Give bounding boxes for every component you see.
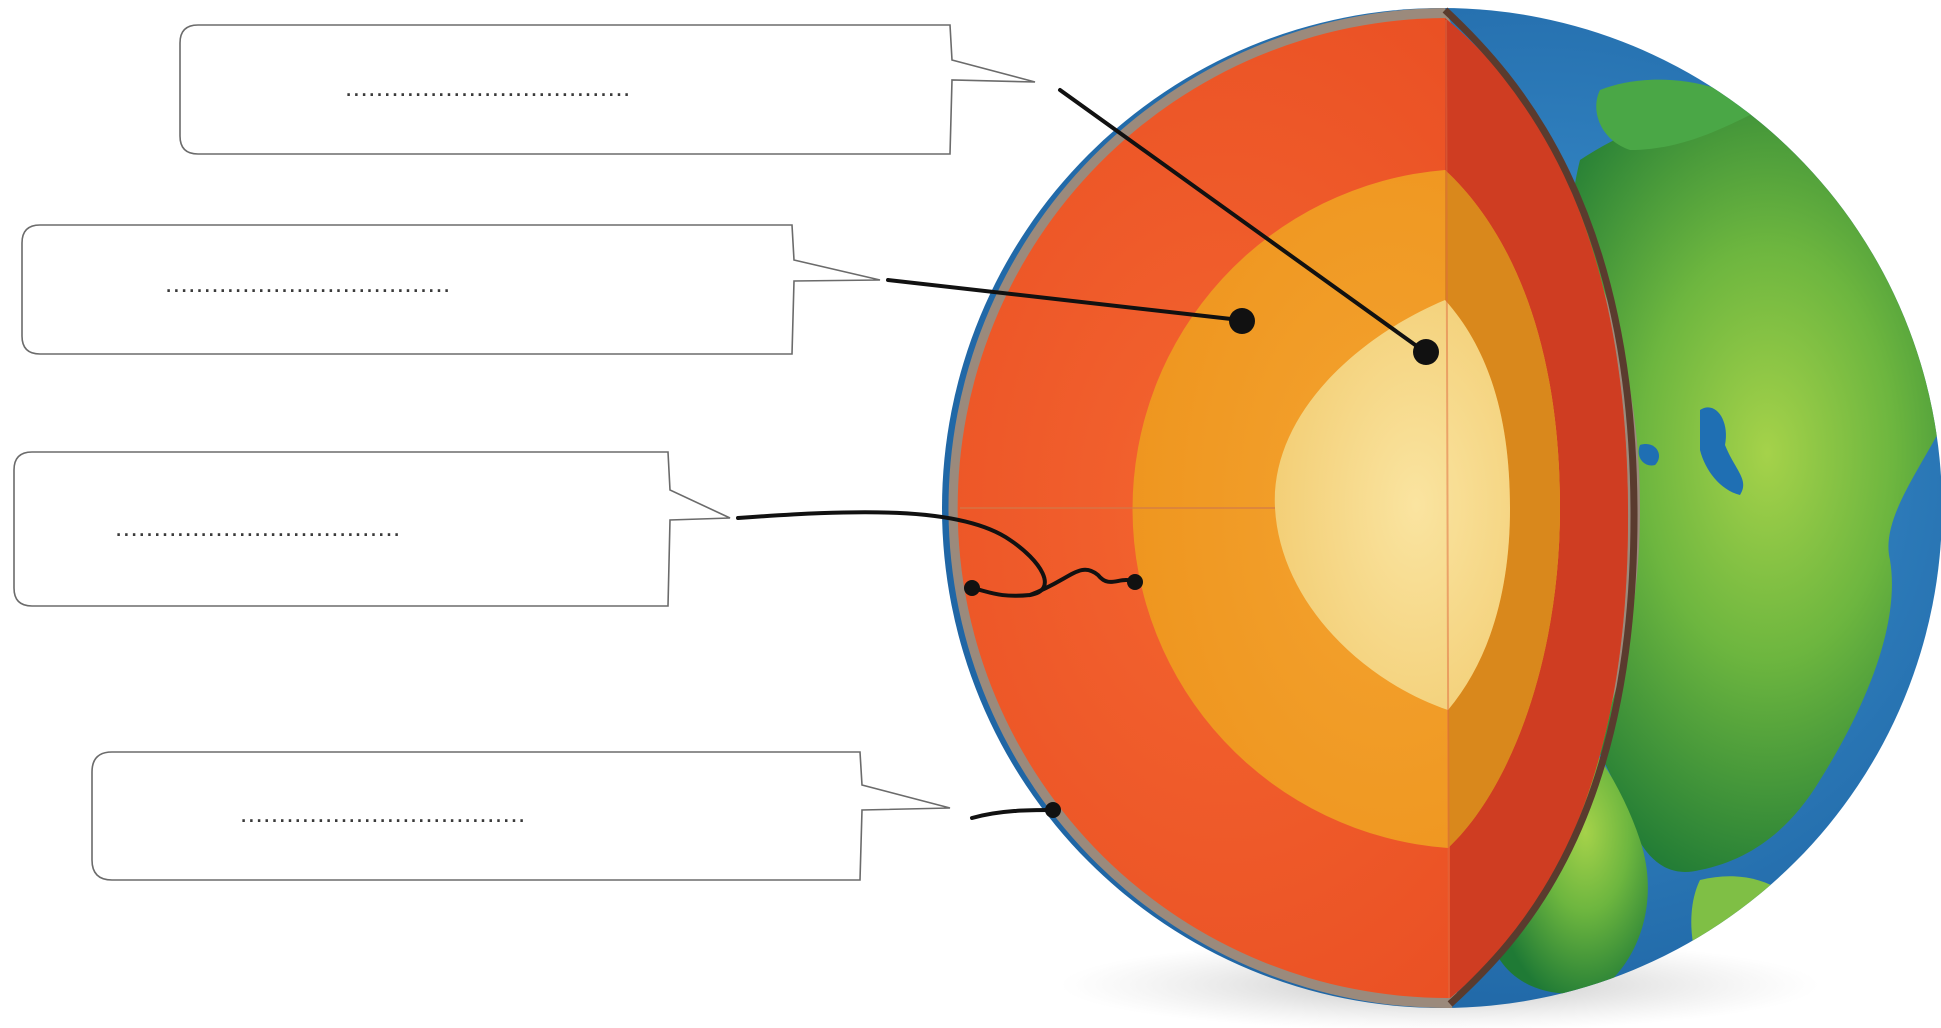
landmass-north (1596, 79, 1760, 150)
callout-outer-core[interactable]: ..................................... (21, 224, 881, 355)
callout-crust[interactable]: ..................................... (91, 751, 951, 881)
mantle-cut-face (1445, 18, 1629, 998)
leader-crust (970, 802, 1061, 820)
globe-edge (1442, 7, 1638, 1007)
leader-inner-core (1058, 88, 1439, 365)
earth-cutaway (942, 7, 1941, 1009)
inner-core-layer (1274, 300, 1510, 710)
vertical-seam (1445, 19, 1450, 999)
callout-mantle-blank[interactable]: ..................................... (115, 512, 401, 542)
callout-outer-core-blank[interactable]: ..................................... (165, 268, 451, 298)
callout-inner-core[interactable]: ..................................... (179, 24, 1036, 155)
inland-sea-small (1638, 444, 1660, 466)
outer-core-cut-face (1445, 170, 1560, 848)
leader-outer-core (886, 278, 1255, 334)
callout-inner-core-blank[interactable]: ..................................... (345, 72, 631, 102)
callout-mantle[interactable]: ..................................... (13, 451, 731, 607)
inland-sea (1700, 407, 1744, 495)
leader-mantle (736, 510, 1143, 598)
callout-crust-blank[interactable]: ..................................... (240, 798, 526, 828)
